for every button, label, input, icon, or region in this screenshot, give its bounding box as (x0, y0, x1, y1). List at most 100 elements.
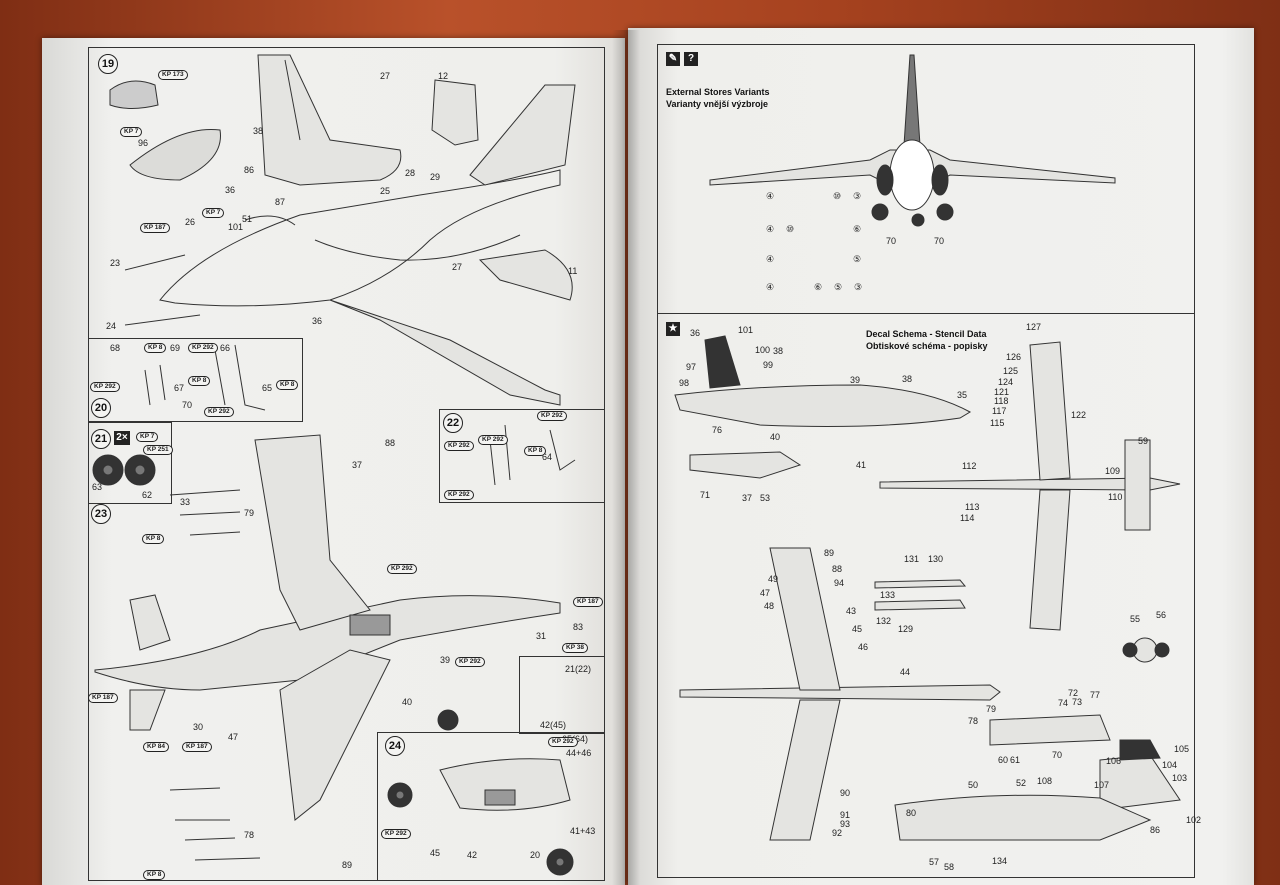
decal-schema-drawings (674, 335, 1181, 841)
stencil-number: 122 (1071, 410, 1087, 420)
store-number: ⑤ (834, 282, 843, 292)
store-number: ⑩ (786, 224, 795, 234)
decal-star-icon: ★ (666, 322, 680, 336)
stencil-number: 94 (834, 578, 845, 588)
stencil-number: 61 (1010, 755, 1021, 765)
part-number: 44+46 (566, 748, 592, 758)
part-number: 24 (106, 321, 117, 331)
stencil-number: 76 (712, 425, 723, 435)
stencil-number: 73 (1072, 697, 1083, 707)
stencil-number: 93 (840, 819, 851, 829)
stencil-number: 43 (846, 606, 857, 616)
stencil-number: 104 (1162, 760, 1178, 770)
stencil-number: 38 (773, 346, 784, 356)
kp-label: KP 187 (182, 742, 212, 752)
kp-label: KP 292 (478, 435, 508, 445)
stencil-number: 118 (994, 396, 1009, 406)
part-number: 27 (380, 71, 391, 81)
part-number: 68 (110, 343, 121, 353)
stencil-number: 112 (962, 461, 977, 471)
step-21-number: 21 (91, 429, 111, 449)
store-number: ⑤ (853, 254, 862, 264)
part-number: 66 (220, 343, 231, 353)
stencil-number: 57 (929, 857, 940, 867)
store-number: ④ (766, 282, 775, 292)
stencil-number: 55 (1130, 614, 1141, 624)
stencil-number: 105 (1174, 744, 1190, 754)
store-number: ④ (766, 224, 775, 234)
part-number: 12 (438, 71, 449, 81)
part-number: 40 (402, 697, 413, 707)
stencil-number: 70 (1052, 750, 1063, 760)
decal-schema-title-en: Decal Schema - Stencil Data (866, 329, 987, 339)
kp-label: KP 8 (142, 534, 165, 544)
stencil-number: 37 (742, 493, 753, 503)
part-number: 63 (92, 482, 103, 492)
stencil-number: 108 (1037, 776, 1053, 786)
stencil-number: 35 (957, 390, 968, 400)
part-number: 79 (244, 508, 255, 518)
store-number: ④ (766, 254, 775, 264)
part-number: 78 (244, 830, 255, 840)
stencil-number: 130 (928, 554, 944, 564)
decal-schema-title-cz: Obtiskové schéma - popisky (866, 341, 988, 351)
stencil-number: 103 (1172, 773, 1188, 783)
booklet-spine (612, 30, 640, 885)
step-20-box (88, 338, 303, 422)
stencil-number: 53 (760, 493, 771, 503)
part-number: 20 (530, 850, 541, 860)
step-23-number: 23 (91, 504, 111, 524)
stencil-number: 89 (824, 548, 835, 558)
inset-21-22-box (519, 656, 605, 734)
stencil-number: 125 (1003, 366, 1019, 376)
part-number: 88 (385, 438, 396, 448)
part-number: 25 (380, 186, 391, 196)
stencil-number: 36 (690, 328, 701, 338)
stencil-number: 56 (1156, 610, 1167, 620)
part-number: 11 (568, 266, 578, 276)
stencil-number: 101 (738, 325, 754, 335)
step-24-box (377, 732, 605, 881)
stencil-number: 50 (968, 780, 979, 790)
store-number: ④ (766, 191, 775, 201)
part-number: 42(45) (540, 720, 567, 730)
kp-label: KP 7 (202, 208, 225, 218)
stencil-number: 106 (1106, 756, 1122, 766)
part-number: 69 (170, 343, 181, 353)
paint-icon: ✎ (666, 52, 680, 66)
part-number: 38 (253, 126, 264, 136)
stencil-number: 74 (1058, 698, 1069, 708)
kp-label: KP 292 (188, 343, 218, 353)
stencil-number: 80 (906, 808, 917, 818)
kp-label: KP 292 (455, 657, 485, 667)
stencil-number: 77 (1090, 690, 1101, 700)
stencil-number: 71 (700, 490, 711, 500)
part-number: 70 (182, 400, 193, 410)
part-number: 45 (430, 848, 441, 858)
kp-label: KP 173 (158, 70, 188, 80)
external-stores-title-en: External Stores Variants (666, 87, 770, 97)
stencil-number: 115 (990, 418, 1005, 428)
kp-label: KP 8 (144, 343, 167, 353)
stencil-number: 127 (1026, 322, 1042, 332)
stencil-number: 72 (1068, 688, 1079, 698)
step-19-number: 19 (98, 54, 118, 74)
stencil-number: 88 (832, 564, 843, 574)
part-number: 36 (225, 185, 236, 195)
kp-label: KP 8 (524, 446, 547, 456)
kp-label: KP 187 (140, 223, 170, 233)
kp-label: KP 292 (204, 407, 234, 417)
store-number: ③ (853, 191, 862, 201)
kp-label: KP 7 (120, 127, 143, 137)
step-24-number: 24 (385, 736, 405, 756)
part-number: 26 (185, 217, 196, 227)
stencil-number: 46 (858, 642, 869, 652)
step-21-box (88, 422, 172, 504)
kp-label: KP 8 (143, 870, 166, 880)
part-number: 31 (536, 631, 547, 641)
part-number: 86 (244, 165, 255, 175)
part-number: 37 (352, 460, 363, 470)
part-number: 29 (430, 172, 441, 182)
stencil-number: 107 (1094, 780, 1110, 790)
stencil-number: 114 (960, 513, 975, 523)
